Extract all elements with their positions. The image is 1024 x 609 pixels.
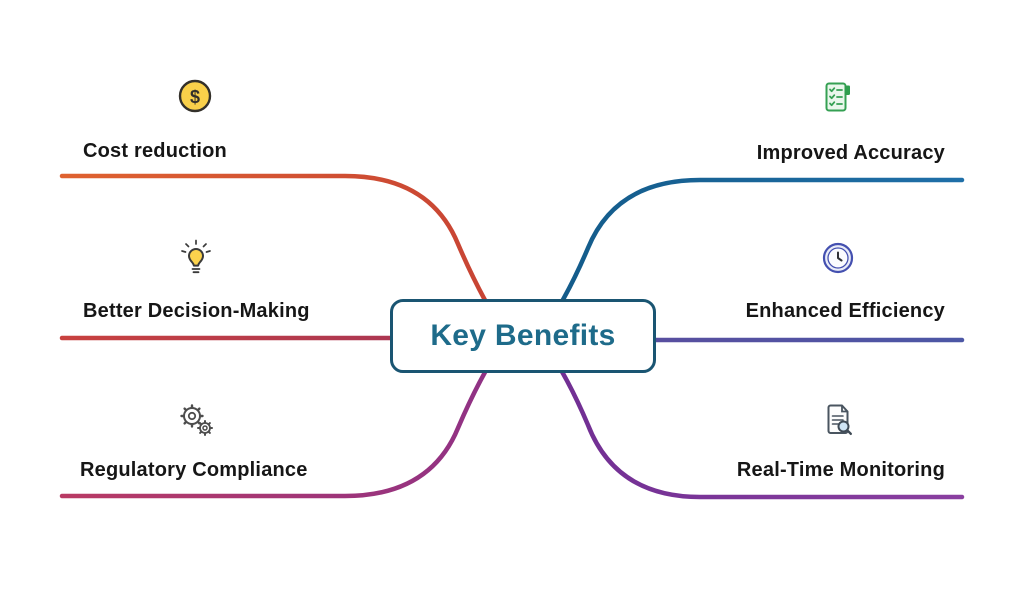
branch-label-enhanced-efficiency: Enhanced Efficiency: [745, 300, 945, 322]
document-search-icon: [818, 400, 858, 440]
clock-icon: [818, 238, 858, 278]
center-node: Key Benefits: [390, 299, 656, 373]
branch-label-cost-reduction: Cost reduction: [83, 140, 227, 162]
branch-label-regulatory-compliance: Regulatory Compliance: [80, 459, 308, 481]
branch-label-improved-accuracy: Improved Accuracy: [756, 142, 945, 164]
svg-text:$: $: [190, 87, 200, 107]
dollar-coin-icon: $: [175, 77, 215, 117]
branch-label-better-decision-making: Better Decision-Making: [83, 300, 310, 322]
lightbulb-icon: [176, 239, 216, 279]
branch-label-real-time-monitoring: Real-Time Monitoring: [736, 459, 945, 481]
checklist-icon: [818, 77, 858, 117]
center-node-label: Key Benefits: [430, 319, 616, 352]
gears-icon: [176, 400, 216, 440]
